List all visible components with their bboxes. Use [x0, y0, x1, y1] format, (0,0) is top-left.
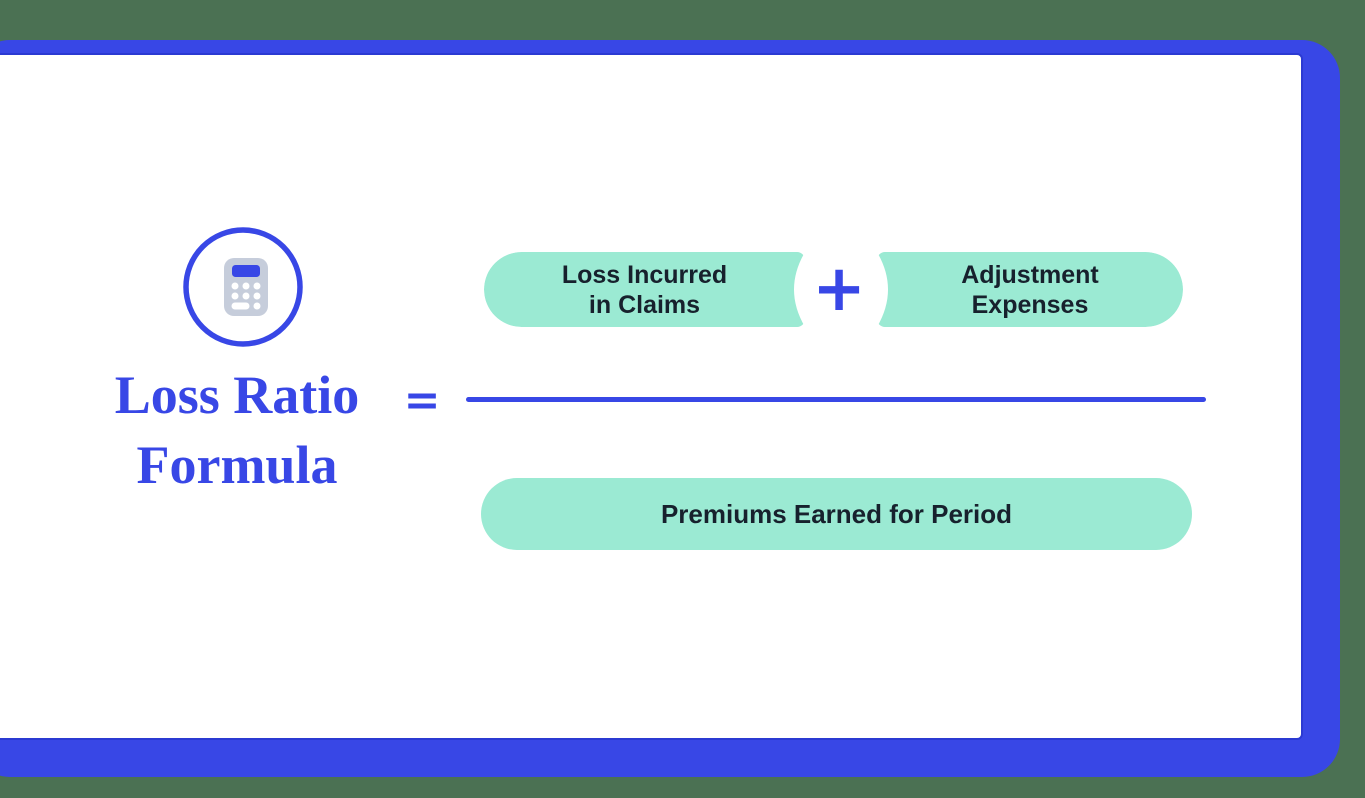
equals-sign: = — [403, 374, 441, 426]
page-title: Loss Ratio Formula — [27, 360, 447, 500]
pill-text-line: Adjustment — [961, 260, 1099, 289]
pill-text-line: Premiums Earned for Period — [660, 498, 1013, 529]
pill-text-line: in Claims — [588, 290, 701, 319]
numerator-pill-adjustment-expenses: Adjustment Expenses — [877, 252, 1183, 327]
numerator-pill-loss-incurred: Loss Incurred in Claims — [484, 252, 805, 327]
denominator-pill-premiums-earned: Premiums Earned for Period — [481, 478, 1192, 550]
title-line-1: Loss Ratio — [114, 365, 360, 425]
calculator-icon — [183, 227, 303, 347]
title-line-2: Formula — [136, 435, 338, 495]
plus-icon: + — [812, 252, 866, 326]
fraction-line — [466, 397, 1206, 402]
pill-text-line: Loss Incurred — [561, 260, 728, 289]
white-card — [0, 53, 1303, 740]
pill-text-line: Expenses — [971, 290, 1089, 319]
